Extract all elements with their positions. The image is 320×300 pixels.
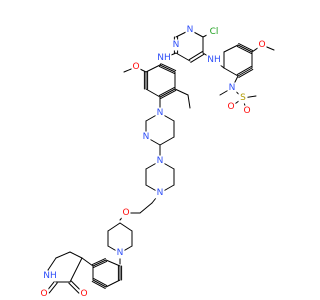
atom-label-nh-imide: NH bbox=[43, 271, 57, 281]
right-aryl-bond bbox=[223, 67, 239, 77]
pyrimidine-double-bond bbox=[188, 51, 203, 61]
carbonyl-double-bond bbox=[68, 282, 80, 294]
atom-label-background bbox=[206, 26, 222, 38]
ethyl-bond bbox=[187, 94, 191, 109]
right-aryl-bond bbox=[223, 44, 239, 53]
atom-label-background bbox=[155, 187, 165, 199]
lower-aryl-bond bbox=[105, 259, 121, 267]
central-aryl-double-bond bbox=[160, 89, 177, 99]
atom-label-o-sulfonyl-left: O bbox=[227, 102, 234, 112]
atom-label-nh-pyr-right: NH bbox=[207, 55, 221, 65]
atom-label-cl: Cl bbox=[210, 27, 219, 37]
atom-label-background bbox=[238, 92, 248, 104]
atom-label-background bbox=[115, 247, 125, 259]
carbonyl-double-bond bbox=[48, 282, 58, 294]
atom-label-s-sulfonyl: S bbox=[240, 93, 246, 103]
atom-label-background bbox=[42, 270, 58, 282]
atom-label-n-pyr-left: N bbox=[173, 40, 180, 50]
atom-label-background bbox=[185, 24, 195, 36]
atom-label-background bbox=[206, 54, 222, 66]
glutarimide-bond bbox=[55, 251, 71, 259]
atom-label-background bbox=[79, 288, 89, 300]
right-aryl-bond bbox=[237, 44, 253, 53]
atom-label-n-pip-top: N bbox=[157, 108, 164, 118]
upper-piperidine-bond bbox=[159, 136, 175, 146]
atom-label-o-sulfonyl-bottom: O bbox=[243, 106, 250, 116]
linker-bond bbox=[139, 202, 153, 214]
atom-label-background bbox=[171, 39, 181, 51]
lower-aryl-bond bbox=[92, 279, 107, 288]
atom-label-background bbox=[227, 82, 237, 94]
glutarimide-bond bbox=[69, 251, 83, 259]
atom-label-background bbox=[226, 101, 236, 113]
lower-aryl-bond bbox=[92, 259, 107, 267]
atom-label-o-imide-right: O bbox=[80, 289, 87, 299]
pyrimidine-bond bbox=[175, 52, 191, 62]
central-aryl-double-bond bbox=[158, 87, 175, 97]
right-aryl-double-bond bbox=[238, 43, 254, 52]
right-aryl-double-bond bbox=[236, 45, 252, 54]
right-aryl-bond bbox=[237, 67, 253, 77]
carbonyl-double-bond bbox=[70, 280, 82, 292]
atom-label-background bbox=[155, 155, 165, 167]
atom-label-background bbox=[131, 61, 141, 73]
atom-label-n-pip-lower-left: N bbox=[143, 132, 150, 142]
pyrimidine-double-bond bbox=[190, 53, 205, 63]
atom-label-n-pz-bottom: N bbox=[157, 188, 164, 198]
central-aryl-bond bbox=[159, 88, 176, 98]
atom-label-o-ome-right: O bbox=[258, 40, 265, 50]
atom-label-o-imide-left: O bbox=[40, 289, 47, 299]
lower-aryl-double-bond bbox=[93, 260, 108, 268]
right-aryl-double-bond bbox=[236, 66, 252, 76]
atom-label-background bbox=[156, 52, 172, 64]
lower-aryl-bond bbox=[105, 279, 121, 288]
lower-aryl-double-bond bbox=[91, 258, 106, 266]
glutarimide-bond bbox=[69, 257, 83, 283]
lower-aryl-double-bond bbox=[93, 278, 108, 287]
atom-label-background bbox=[141, 131, 151, 143]
atom-label-nh-pyr-left: NH bbox=[157, 53, 171, 63]
atom-label-n-pz-top: N bbox=[157, 156, 164, 166]
atom-label-o-ome-left: O bbox=[132, 62, 139, 72]
atom-label-n-pyr-top: N bbox=[187, 25, 194, 35]
lower-piperidine-bond bbox=[119, 222, 133, 232]
atom-label-background bbox=[155, 107, 165, 119]
central-aryl-double-bond bbox=[160, 63, 177, 72]
atom-label-n-pip-bottom: N bbox=[117, 248, 124, 258]
atom-label-o-ether: O bbox=[122, 208, 129, 218]
atom-label-n-sulfonamide: N bbox=[229, 83, 236, 93]
lower-piperidine-bond bbox=[107, 222, 121, 232]
lower-aryl-double-bond bbox=[91, 280, 106, 289]
atom-label-background bbox=[257, 39, 267, 51]
central-aryl-bond bbox=[145, 88, 161, 98]
atom-label-background bbox=[242, 105, 252, 117]
atom-label-background bbox=[39, 288, 49, 300]
aryl-glutarimide-bond bbox=[81, 257, 94, 267]
central-aryl-double-bond bbox=[158, 65, 175, 74]
glutarimide-bond bbox=[47, 257, 57, 271]
right-aryl-double-bond bbox=[238, 68, 254, 78]
ethyl-bond bbox=[174, 88, 189, 96]
central-aryl-bond bbox=[159, 64, 176, 73]
central-aryl-bond bbox=[145, 64, 161, 73]
atom-label-background bbox=[121, 207, 131, 219]
